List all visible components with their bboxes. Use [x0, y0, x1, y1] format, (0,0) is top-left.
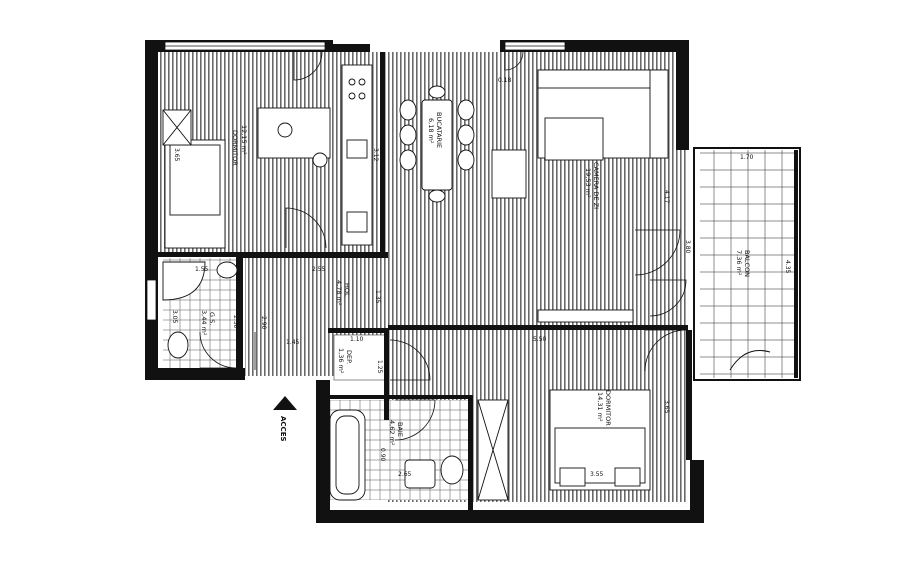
dim-label: 4.17 — [663, 190, 670, 204]
room-labels: DORMITOR 12,15 m² BUCATARIE 6,18 m² CAME… — [200, 112, 751, 446]
room-name-dep: DEP. — [345, 350, 353, 364]
dim-label: 1.35 — [374, 290, 381, 304]
dim-label: 3.80 — [684, 240, 691, 254]
entry-arrow — [273, 396, 297, 410]
dim-label: 1.45 — [286, 339, 300, 346]
washbasin — [404, 459, 436, 489]
dim-label: 0.18 — [498, 77, 512, 84]
room-area-hol: 4,78 m² — [335, 280, 343, 306]
desk-1 — [257, 107, 331, 159]
plant-1 — [312, 152, 328, 168]
living-room-furniture — [491, 69, 669, 323]
dimension-labels: 3.65 1.55 2.55 1.70 4.35 5.50 1.10 1.25 … — [171, 77, 791, 478]
room-area-bucatarie: 6,18 m² — [427, 118, 435, 144]
doors — [199, 51, 687, 441]
storage-floor — [333, 334, 387, 381]
wc-fixtures — [162, 261, 238, 359]
bath-fixtures — [329, 399, 509, 501]
coffee-table — [544, 117, 604, 161]
room-name-baie: BAIE — [396, 422, 404, 437]
dim-label: 3.55 — [590, 471, 604, 478]
balcony-frame — [693, 147, 801, 381]
dim-label: 4.35 — [784, 260, 791, 274]
dim-label: 0.90 — [379, 448, 386, 462]
interior-walls — [158, 52, 688, 510]
tv-unit — [537, 309, 634, 323]
room-name-balcon: BALCON — [743, 250, 751, 277]
kitchen-furniture — [341, 64, 373, 246]
room-name-bucatarie: BUCATARIE — [435, 112, 443, 148]
bedroom1-furniture — [162, 107, 331, 249]
room-area-dormitor1: 12,15 m² — [240, 125, 248, 155]
room-area-dormitor2: 14,31 m² — [596, 392, 604, 422]
room-name-dormitor1: DORMITOR — [231, 130, 239, 166]
dim-label: 3.05 — [171, 310, 178, 324]
room-name-bai: G.S. — [208, 312, 216, 325]
toilet-1 — [167, 331, 189, 359]
dim-label: 2.90 — [260, 316, 267, 330]
dim-label: 1.55 — [195, 266, 209, 273]
room-name-hol: HOL — [343, 283, 351, 297]
dim-label: 2.30 — [232, 315, 239, 329]
room-area-camera: 19,53 m² — [584, 168, 592, 198]
room-name-camera: CAMERA DE ZI — [592, 162, 600, 209]
balcony-floor — [700, 150, 796, 378]
room-area-balcon: 7,36 m² — [735, 250, 743, 276]
dim-label: 3.65 — [173, 148, 180, 162]
bedroom2-furniture — [549, 389, 651, 491]
room-area-dep: 1,36 m² — [337, 348, 345, 374]
dining-table — [399, 85, 475, 203]
dim-label: 1.70 — [740, 154, 754, 161]
dim-label: 2.55 — [312, 266, 326, 273]
windows — [146, 41, 566, 321]
room-area-bai: 3,44 m² — [200, 310, 208, 336]
toilet-2 — [440, 455, 464, 485]
dim-label: 1.25 — [376, 360, 383, 374]
access-label: ACCES — [279, 416, 287, 442]
room-area-baie: 4,62 m² — [388, 420, 396, 446]
dim-label: 2.65 — [398, 471, 412, 478]
dim-label: 5.50 — [533, 336, 547, 343]
armchair — [491, 149, 527, 199]
dim-label: 3.65 — [663, 400, 670, 414]
dim-label: 3.12 — [372, 148, 379, 162]
room-name-dormitor2: DORMITOR — [604, 390, 612, 426]
dim-label: 1.10 — [350, 336, 364, 343]
